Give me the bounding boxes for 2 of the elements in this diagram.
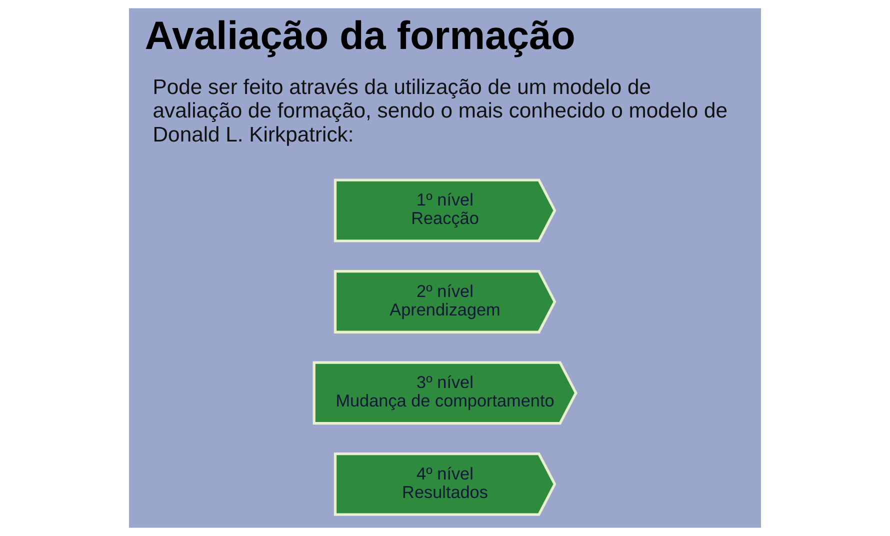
diagram-title: Avaliação da formação <box>144 14 576 58</box>
label: Pode ser feito através da utilização de um modelo de avaliação de formação, sendo o mais conhecido o modelo de Donald L. Kirkpatrick: <box>152 76 728 146</box>
